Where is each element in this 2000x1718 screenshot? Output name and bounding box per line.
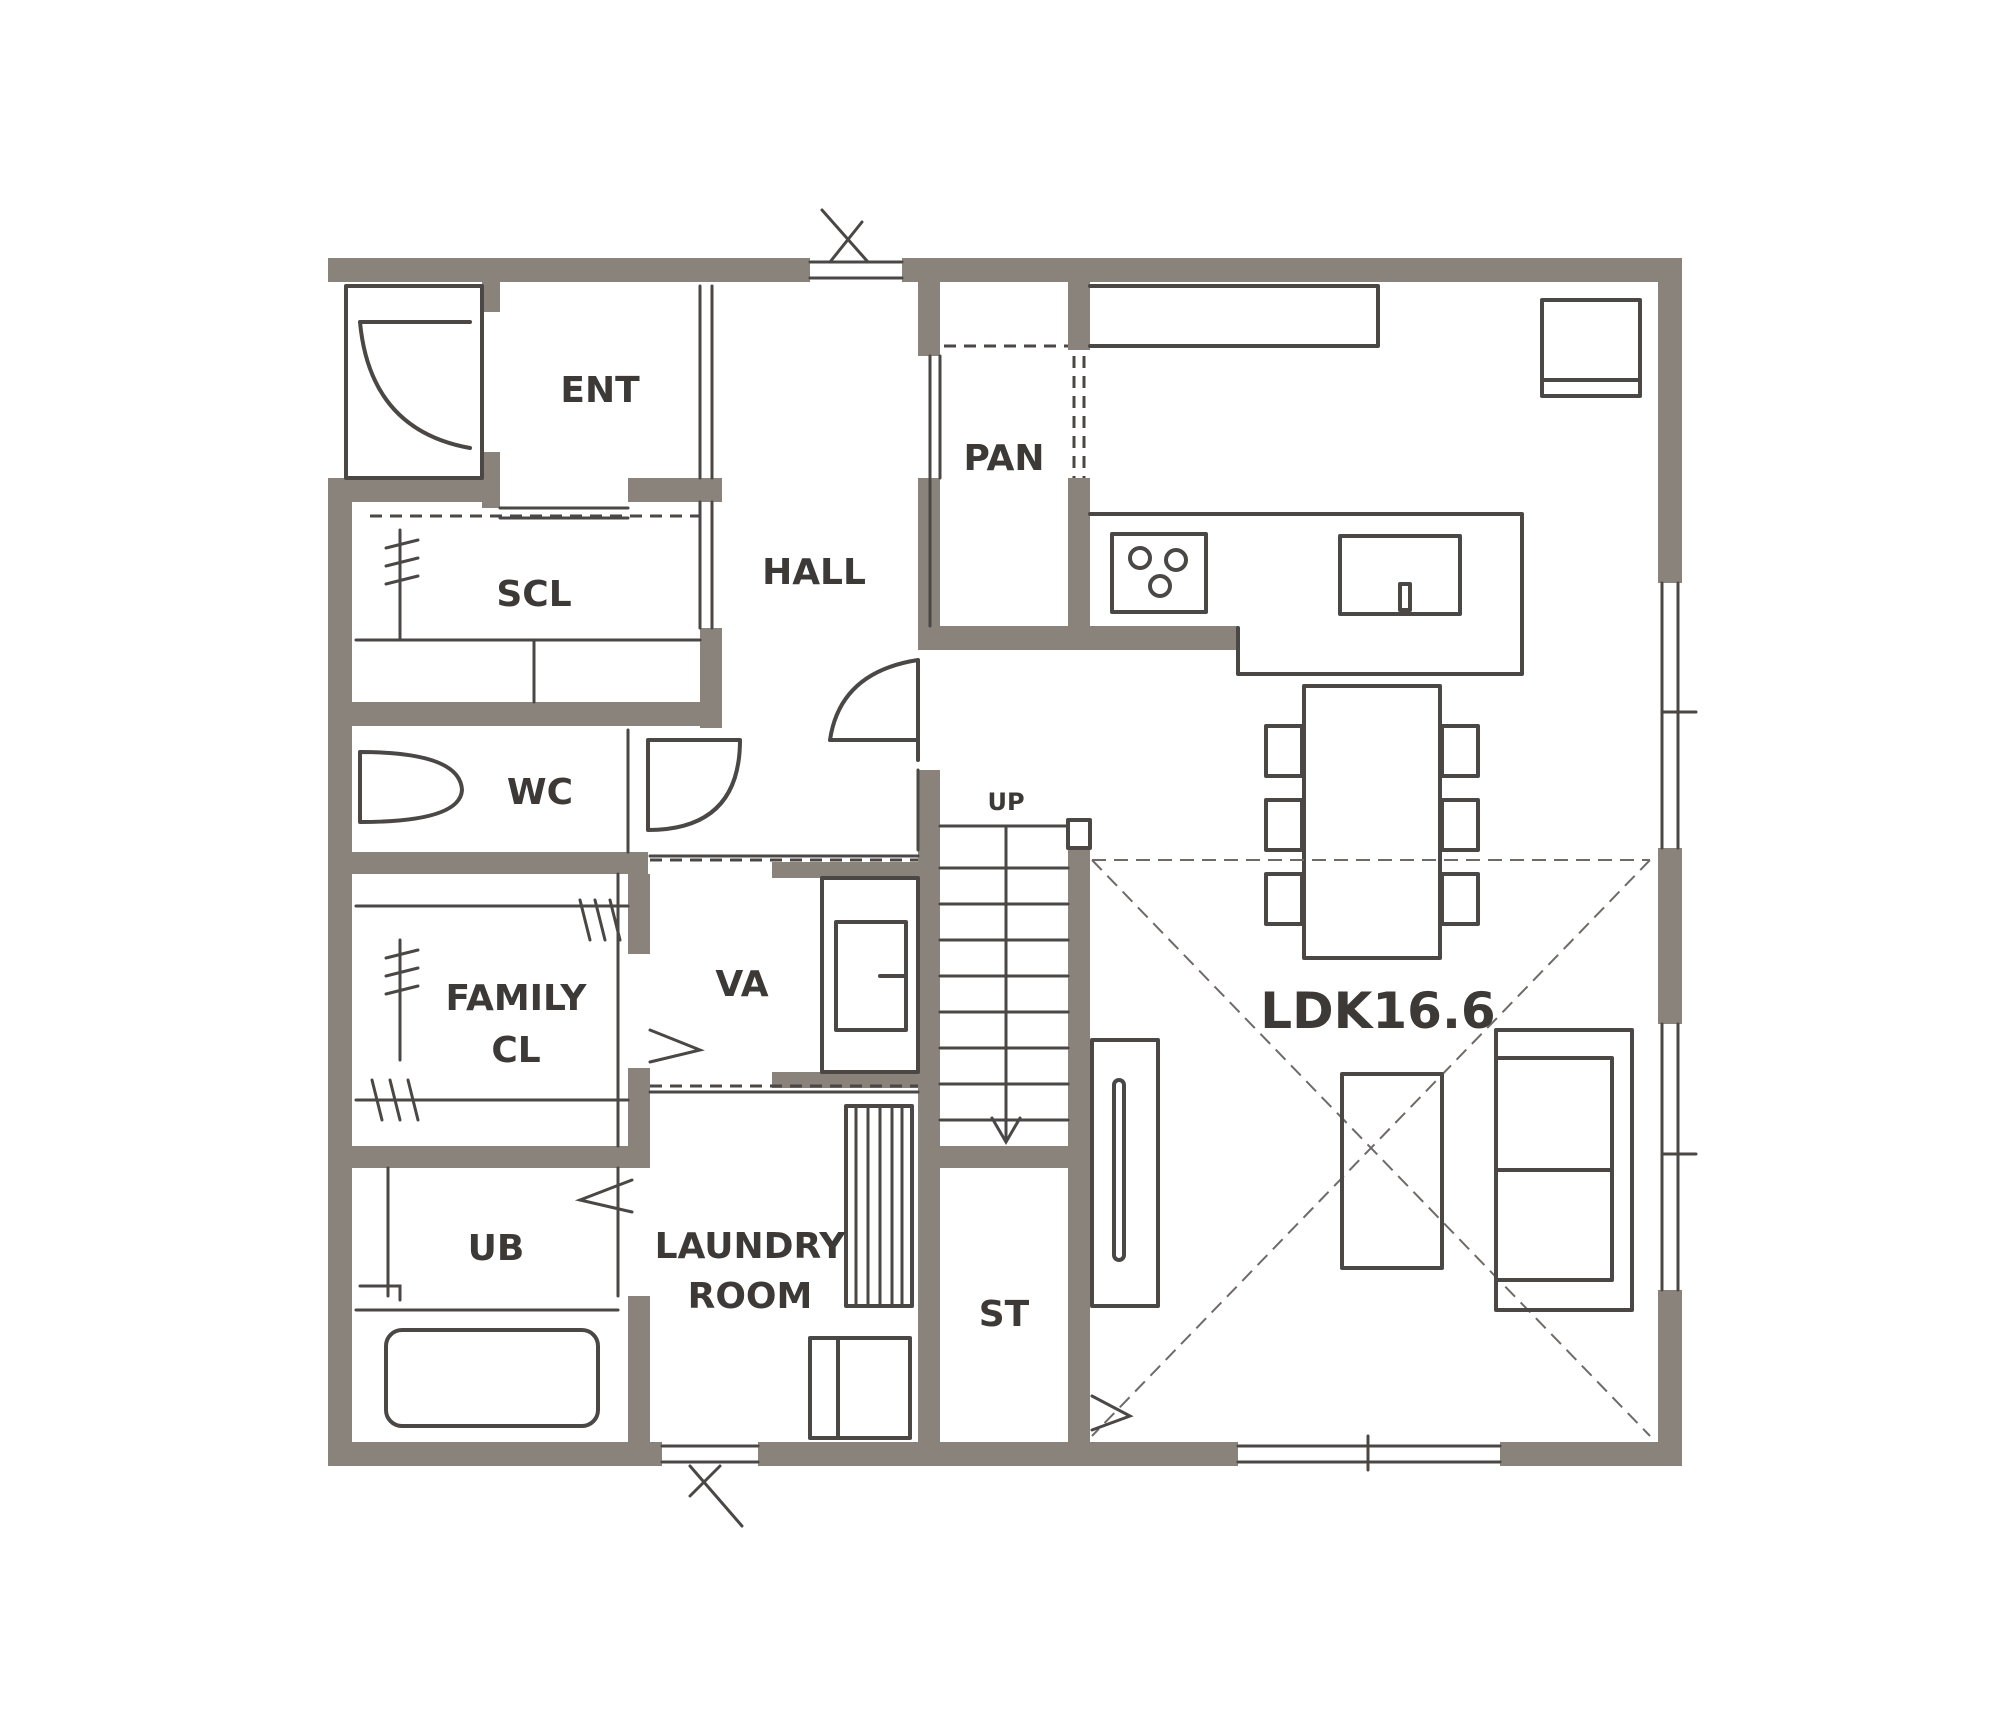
label-laundry-1: LAUNDRY bbox=[655, 1226, 847, 1267]
label-wc: WC bbox=[507, 772, 573, 813]
label-family-cl-1: FAMILY bbox=[446, 978, 588, 1019]
label-pan: PAN bbox=[963, 438, 1044, 479]
fixtures bbox=[344, 208, 1698, 1528]
label-hall: HALL bbox=[762, 552, 866, 593]
staircase bbox=[938, 818, 1092, 1145]
label-st: ST bbox=[979, 1294, 1030, 1335]
label-scl: SCL bbox=[496, 574, 571, 615]
room-labels: ENT PAN HALL SCL WC FAMILY CL VA UB LAUN… bbox=[446, 370, 1496, 1335]
label-stair-up: UP bbox=[987, 788, 1024, 816]
walls bbox=[328, 258, 1682, 1466]
dining-chairs bbox=[1264, 724, 1480, 926]
label-ldk: LDK16.6 bbox=[1260, 982, 1495, 1040]
label-va: VA bbox=[715, 964, 768, 1005]
label-ent: ENT bbox=[560, 370, 640, 411]
label-ub: UB bbox=[468, 1228, 525, 1269]
label-laundry-2: ROOM bbox=[688, 1276, 813, 1317]
label-family-cl-2: CL bbox=[491, 1030, 540, 1071]
